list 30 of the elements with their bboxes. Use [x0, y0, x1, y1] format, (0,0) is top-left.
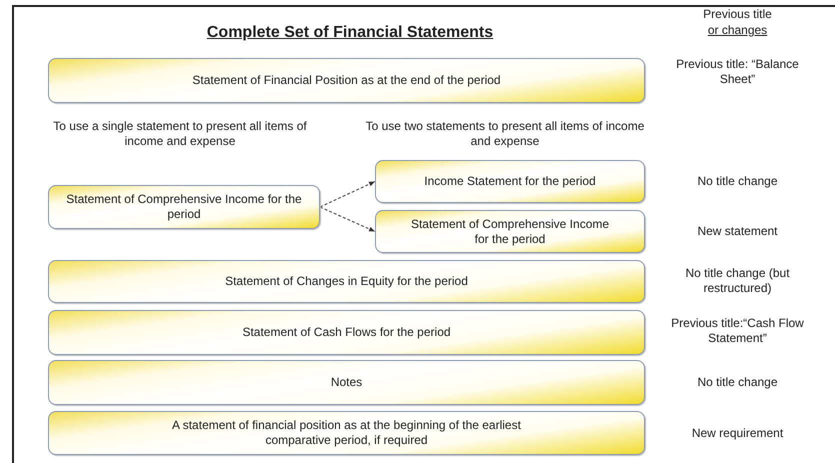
statement-box: [48, 360, 645, 405]
statement-text: Notes: [330, 375, 362, 390]
change-note: No title change: [696, 374, 779, 390]
column-heading: or changes: [706, 22, 768, 38]
statement-text: Statement of Cash Flows for the period: [242, 325, 451, 340]
change-note: Previous title: “Balance Sheet”: [675, 57, 800, 87]
statement-box: [48, 185, 320, 229]
statement-box: [48, 411, 645, 455]
diagram-title: Complete Set of Financial Statements: [206, 24, 494, 42]
dashed-arrow: [320, 206, 376, 232]
change-note: No title change (but restructured): [684, 266, 791, 296]
statement-text: A statement of financial position as at the beginning of the earliest comparative period, if required: [171, 418, 522, 448]
dashed-arrow: [320, 181, 376, 208]
change-note: No title change: [696, 174, 779, 188]
statement-text: Statement of Financial Position as at the end of the period: [192, 73, 501, 88]
option-label: To use two statements to present all items of income and expense: [364, 119, 646, 149]
change-note: New statement: [696, 224, 779, 238]
statement-box: [375, 160, 645, 203]
change-note: New requirement: [690, 426, 784, 440]
option-label: To use a single statement to present all items of income and expense: [52, 119, 308, 149]
statement-box: [48, 58, 645, 103]
statement-text: Statement of Comprehensive Income for the period: [65, 192, 303, 222]
statement-box: [48, 260, 645, 303]
statement-box: [48, 310, 645, 355]
column-heading: Previous title: [702, 6, 773, 22]
statement-text: Income Statement for the period: [424, 174, 596, 189]
statement-text: Statement of Comprehensive Income for the period: [410, 216, 610, 246]
statement-box: [375, 210, 645, 253]
change-note: Previous title:“Cash Flow Statement”: [670, 316, 805, 346]
statement-text: Statement of Changes in Equity for the period: [225, 274, 468, 289]
